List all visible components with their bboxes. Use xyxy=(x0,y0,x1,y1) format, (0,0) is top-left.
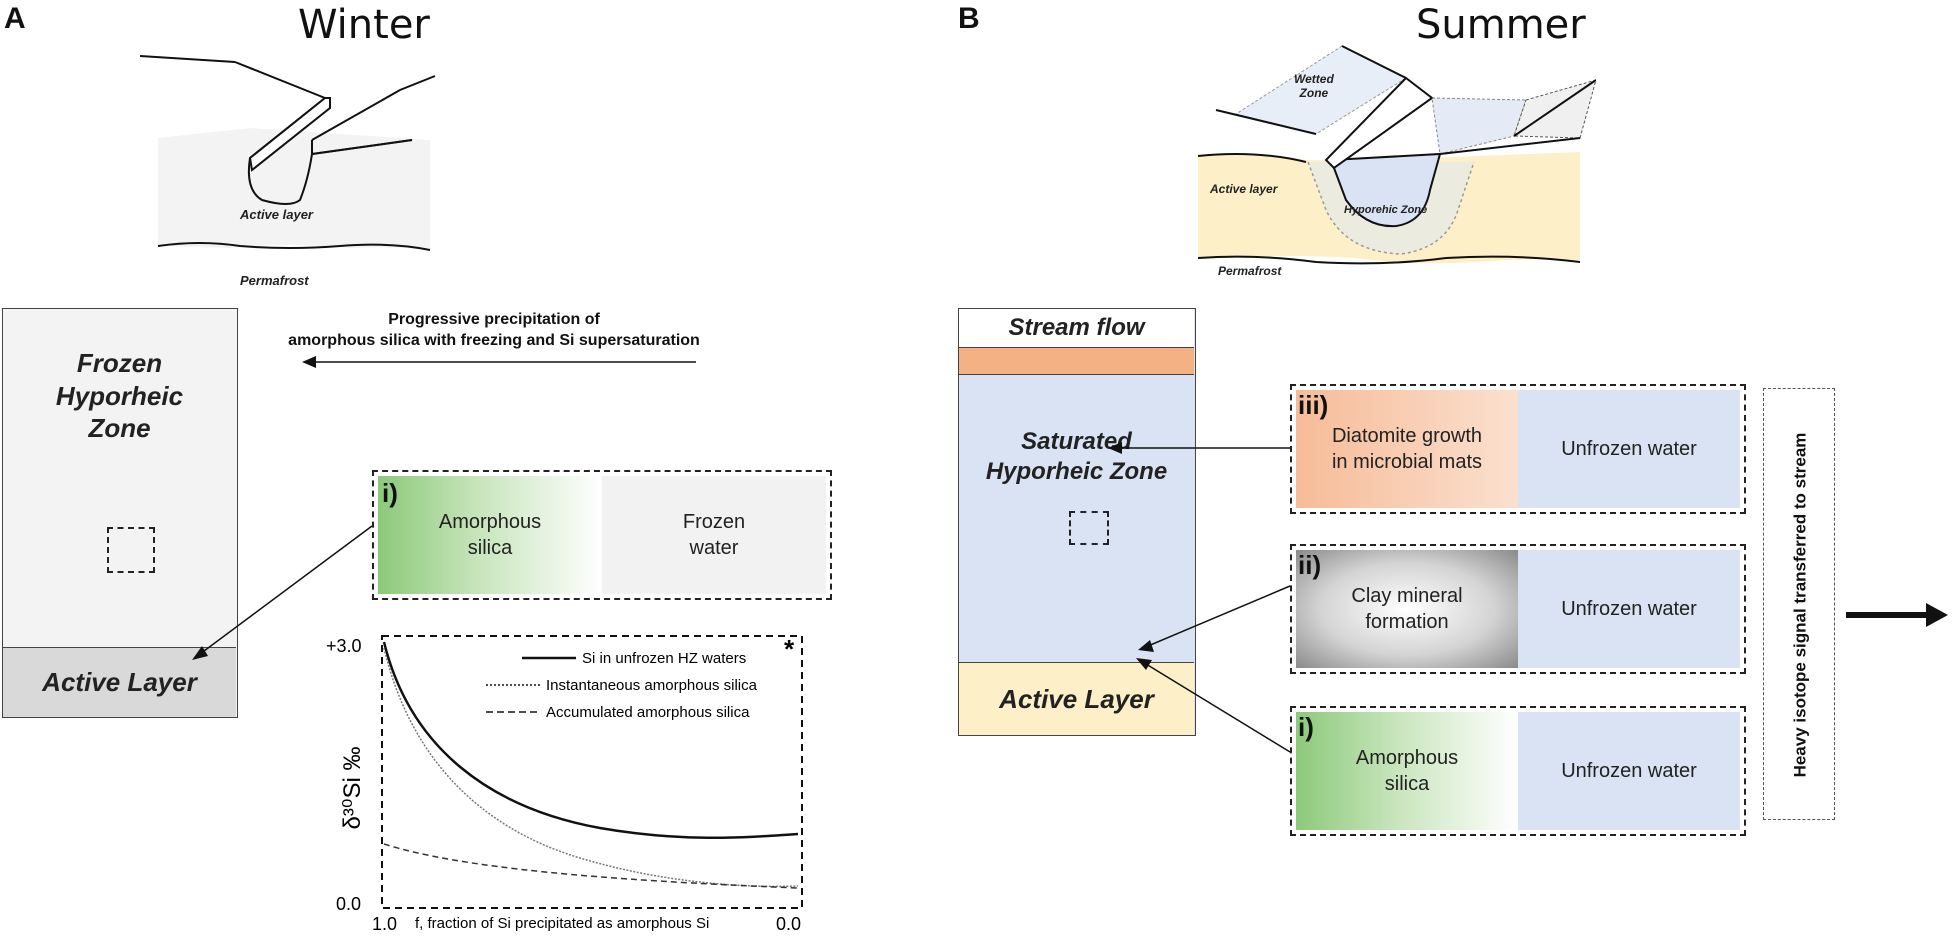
curve-accumulated-silica xyxy=(383,843,799,889)
winter-column: Frozen Hyporheic Zone Active Layer xyxy=(2,308,238,718)
summer-column: Stream flow Saturated Hyporheic Zone Act… xyxy=(958,308,1196,736)
summer-box-ii-label: ii) xyxy=(1298,550,1322,580)
winter-connector xyxy=(192,525,373,660)
summer-unfrozen-water-cell-iii: Unfrozen water xyxy=(1518,390,1740,508)
winter-amorphous-silica-cell: Amorphous silica xyxy=(378,476,602,594)
summer-box-ii: Clay mineral formation Unfrozen water ii… xyxy=(1290,544,1746,674)
winter-active-layer-text: Active Layer xyxy=(42,667,197,697)
chart-legend: Si in unfrozen HZ waters Instantaneous a… xyxy=(486,650,758,721)
summer-box-i-label: i) xyxy=(1298,712,1314,742)
summer-channel-sketch xyxy=(1197,45,1596,265)
connector-ii xyxy=(1147,585,1291,647)
chart-asterisk: * xyxy=(784,634,795,664)
winter-active-layer-label: Active layer xyxy=(240,207,313,222)
heavy-isotope-label: Heavy isotope signal transferred to stre… xyxy=(1790,432,1810,778)
winter-frozen-water-cell: Frozen water xyxy=(602,476,826,594)
wetted-zone-label: Wetted Zone xyxy=(1294,72,1334,100)
summer-box-iii: Diatomite growth in microbial mats Unfro… xyxy=(1290,384,1746,514)
saturated-hyporheic-zone-label: Saturated Hyporheic Zone xyxy=(985,428,1168,485)
chart-ylabel: δ³⁰Si ‰ xyxy=(339,747,366,830)
stream-flow-label: Stream flow xyxy=(959,309,1194,348)
diatomite-band xyxy=(959,348,1194,375)
clay-mineral-cell: Clay mineral formation xyxy=(1296,550,1518,668)
isotope-chart: +3.0 0.0 δ³⁰Si ‰ 1.0 0.0 f, fraction of … xyxy=(326,634,803,934)
summer-active-layer-band: Active Layer xyxy=(959,662,1194,735)
legend-label-dashed: Accumulated amorphous silica xyxy=(546,704,750,721)
hyporheic-zone-sketch-label: Hyporehic Zone xyxy=(1344,204,1428,216)
stream-output-arrow xyxy=(1846,603,1948,627)
legend-label-dotted: Instantaneous amorphous silica xyxy=(546,677,758,694)
chart-xlabel: f, fraction of Si precipitated as amorph… xyxy=(415,915,709,932)
summer-active-layer-text: Active Layer xyxy=(999,684,1154,714)
chart-ytick-bottom: 0.0 xyxy=(336,894,361,914)
frozen-hyporheic-zone-label: Frozen Hyporheic Zone xyxy=(55,348,184,443)
chart-xtick-right: 0.0 xyxy=(776,914,801,934)
summer-connectors xyxy=(1108,442,1291,753)
summer-sample-box xyxy=(1069,511,1109,545)
winter-permafrost-label: Permafrost xyxy=(240,273,309,288)
chart-ytick-top: +3.0 xyxy=(326,636,362,656)
curve-si-unfrozen xyxy=(382,641,799,840)
winter-box-i-label: i) xyxy=(382,478,398,508)
summer-box-i: Amorphous silica Unfrozen water i) xyxy=(1290,706,1746,836)
chart-frame xyxy=(381,635,803,909)
precipitation-arrow xyxy=(302,356,696,368)
connector-i xyxy=(1145,663,1291,753)
heavy-isotope-box: Heavy isotope signal transferred to stre… xyxy=(1763,388,1835,820)
panel-b-letter: B xyxy=(958,2,980,35)
winter-channel-sketch xyxy=(140,55,436,251)
precipitation-caption: Progressive precipitation of amorphous s… xyxy=(288,311,700,349)
winter-title: Winter xyxy=(298,2,430,48)
panel-a-letter: A xyxy=(4,2,26,35)
chart-xtick-left: 1.0 xyxy=(372,914,397,934)
winter-box-i: Amorphous silica Frozen water i) xyxy=(372,470,832,600)
summer-permafrost-label: Permafrost xyxy=(1218,264,1282,278)
summer-active-layer-label: Active layer xyxy=(1210,182,1278,196)
summer-amorphous-silica-cell: Amorphous silica xyxy=(1296,712,1518,830)
legend-label-solid: Si in unfrozen HZ waters xyxy=(582,650,746,667)
diatomite-growth-cell: Diatomite growth in microbial mats xyxy=(1296,390,1518,508)
summer-unfrozen-water-cell-ii: Unfrozen water xyxy=(1518,550,1740,668)
winter-sample-box xyxy=(107,527,155,573)
summer-title: Summer xyxy=(1416,2,1586,48)
summer-box-iii-label: iii) xyxy=(1298,390,1329,420)
summer-unfrozen-water-cell-i: Unfrozen water xyxy=(1518,712,1740,830)
